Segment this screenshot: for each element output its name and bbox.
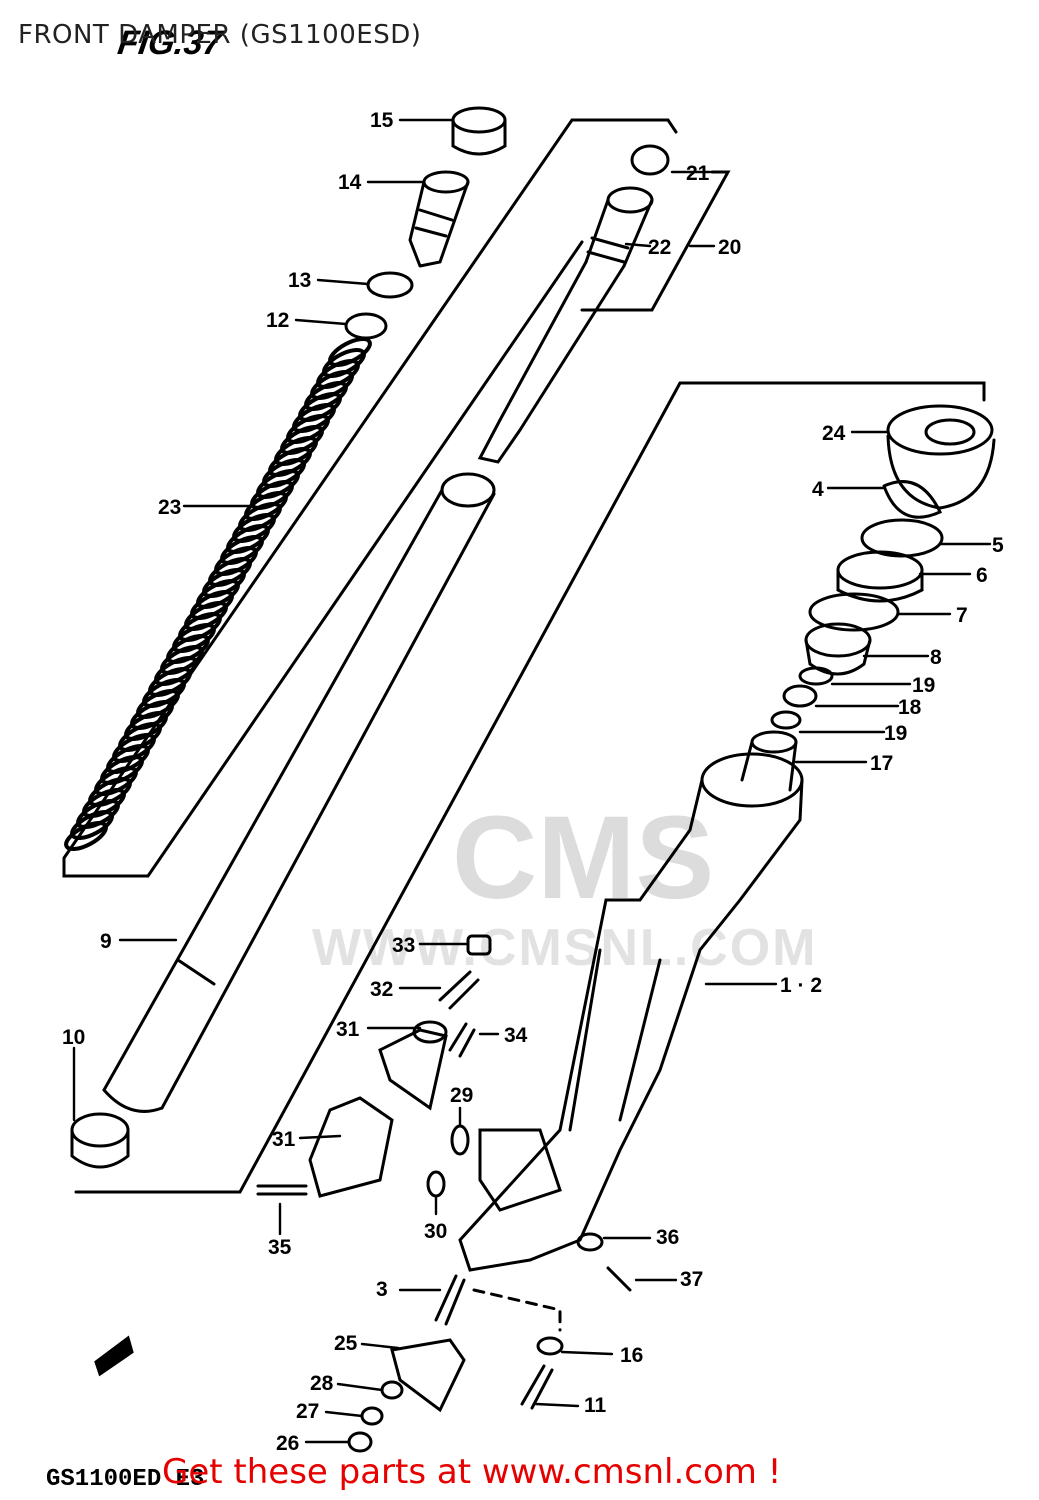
callout-label: 12 xyxy=(266,309,289,332)
callout-label: 1 · 2 xyxy=(780,974,822,997)
callout-label: 31 xyxy=(336,1018,360,1041)
part-27-clamp xyxy=(390,1338,466,1413)
callout-label: 10 xyxy=(62,1026,85,1049)
callout-label: 13 xyxy=(288,269,311,292)
page-title: FRONT DAMPER (GS1100ESD) xyxy=(18,20,422,50)
callout-label: 30 xyxy=(424,1220,447,1243)
callout-label: 21 xyxy=(686,162,710,185)
part-10-bushing xyxy=(70,1112,130,1169)
callout-label: 14 xyxy=(338,171,362,194)
part-3-stud xyxy=(434,1274,466,1326)
part-23-spring xyxy=(64,336,372,852)
callout-label: 11 xyxy=(584,1394,607,1417)
part-5-oil-seal xyxy=(860,518,944,558)
callout-label: 6 xyxy=(976,564,988,587)
callout-label: 4 xyxy=(812,478,824,501)
group-bracket-rod xyxy=(580,170,731,312)
part-28-nut xyxy=(347,1431,373,1453)
spring-coil xyxy=(64,820,108,852)
part-18-ring xyxy=(782,684,818,708)
callout-label: 36 xyxy=(656,1226,679,1249)
callout-label: 29 xyxy=(450,1084,473,1107)
callout-label: 27 xyxy=(296,1400,319,1423)
part-11-spacer xyxy=(344,312,388,340)
callout-label: 33 xyxy=(392,934,415,957)
callout-label: 34 xyxy=(504,1024,528,1047)
part-37-bolt xyxy=(256,1184,308,1196)
part-19-ring-lower xyxy=(770,710,802,730)
part-35-cap xyxy=(466,934,492,956)
watermark-url: WWW.CMSNL.COM xyxy=(312,919,818,977)
part-34-screw xyxy=(438,970,480,1010)
callout-label: 28 xyxy=(310,1372,334,1395)
callout-label: 17 xyxy=(870,752,893,775)
part-29-washer xyxy=(360,1406,384,1426)
callout-label: 37 xyxy=(680,1268,703,1291)
part-24-dust-seal xyxy=(886,404,996,510)
callout-label: 7 xyxy=(956,604,968,627)
part-8-bushing xyxy=(804,622,872,676)
part-26-washer xyxy=(576,1232,604,1252)
part-16-washer xyxy=(536,1336,564,1356)
callout-label: 24 xyxy=(822,422,846,445)
callout-label: 31 xyxy=(272,1128,296,1151)
callout-label: 20 xyxy=(718,236,741,259)
callout-label: 19 xyxy=(884,722,907,745)
part-14-cap xyxy=(451,106,507,156)
callout-label: 8 xyxy=(930,646,942,669)
part-25-screw xyxy=(606,1266,632,1292)
part-12-washer xyxy=(366,271,414,299)
callout-label: 35 xyxy=(268,1236,292,1259)
group-bracket-outer xyxy=(74,381,986,1194)
callout-label: 25 xyxy=(334,1332,358,1355)
part-15-bolt xyxy=(520,1364,554,1410)
arrow-icon xyxy=(94,1335,134,1377)
callout-label: 5 xyxy=(992,534,1004,557)
callout-label: 32 xyxy=(370,978,393,1001)
part-33-bracket xyxy=(308,1096,394,1198)
part-31-washer-lower xyxy=(426,1170,446,1198)
part-20-damper-rod xyxy=(477,186,654,464)
callout-label: 3 xyxy=(376,1278,388,1301)
part-7-washer xyxy=(808,592,900,632)
part-36-screw xyxy=(448,1022,476,1058)
part-32-joint xyxy=(378,1020,448,1111)
part-13-bolt xyxy=(408,170,470,268)
part-21-ring xyxy=(630,144,670,176)
part-30-washer xyxy=(380,1380,404,1400)
part-31-washer-upper xyxy=(450,1124,470,1156)
leader-lines xyxy=(72,118,992,1444)
part-19-ring-upper xyxy=(798,666,834,686)
callout-label: 26 xyxy=(276,1432,299,1455)
part-9-inner-tube xyxy=(102,472,496,1113)
group-bracket-spring xyxy=(62,118,678,878)
model-code: GS1100ED E3 xyxy=(46,1466,205,1493)
callout-label: 9 xyxy=(100,930,112,953)
part-6-spacer xyxy=(836,550,924,603)
part-4-clip xyxy=(882,480,943,519)
callout-label: 22 xyxy=(648,236,671,259)
callout-label: 16 xyxy=(620,1344,643,1367)
callout-label: 19 xyxy=(912,674,935,697)
callout-label: 15 xyxy=(370,109,394,132)
part-1-2-outer-tube xyxy=(458,752,804,1272)
callout-labels: 15 14 13 12 23 9 10 21 22 20 24 4 5 6 7 … xyxy=(62,109,1004,1455)
callout-label: 23 xyxy=(158,496,181,519)
footer-link[interactable]: Get these parts at www.cmsnl.com ! xyxy=(162,1452,782,1492)
callout-label: 18 xyxy=(898,696,922,719)
